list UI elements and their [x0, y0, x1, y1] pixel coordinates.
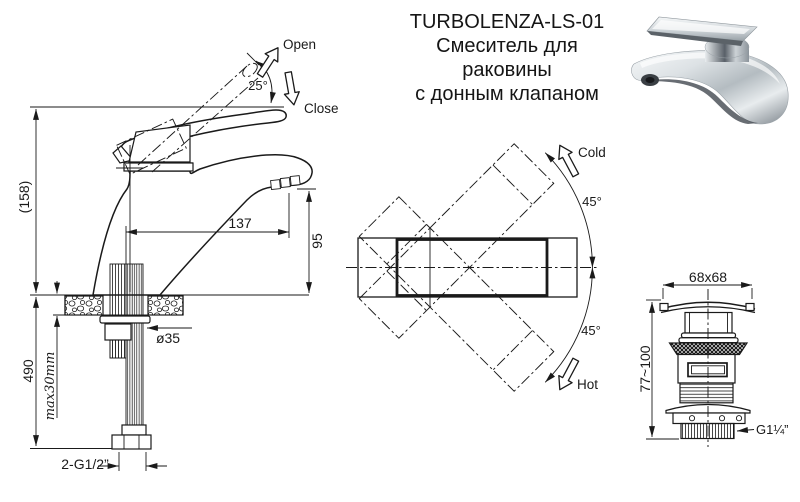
dim-drain-thread: G1¼” [756, 422, 789, 437]
handle-ghost-cold [358, 143, 555, 339]
locknut-tab-1 [688, 415, 696, 422]
drain-washer-upper [680, 332, 737, 339]
product-subtitle-line2: с донным клапаном [415, 83, 599, 105]
drain-valve-view: 68x68 77~100 G1¼” [637, 269, 789, 447]
lever-motion-annotations: Open Close [256, 37, 339, 116]
cartridge-housing [128, 124, 191, 163]
stud-thread-lower [109, 339, 127, 359]
supply-hose [125, 263, 144, 426]
dim-mount-hole: ø35 [156, 330, 180, 346]
swing-angle-bottom: 45° [581, 323, 601, 338]
base-collar [123, 162, 194, 172]
handle-ghost-hot [358, 196, 555, 392]
photo-lever-edge [647, 31, 743, 46]
dim-height-range: 77~100 [637, 345, 653, 392]
dim-overall-height: (158) [16, 181, 32, 214]
photo-body-shadow [645, 79, 758, 124]
drain-tailpiece [680, 422, 735, 440]
hot-label: Hot [577, 377, 598, 392]
hose-collar [121, 424, 147, 436]
side-view-dimensions: (158) 490 max30mm 137 95 25° ø35 2-G1/2” [16, 52, 325, 472]
swing-arc-top [544, 152, 596, 268]
dim-lever-angle: 25° [248, 78, 268, 93]
drain-thread-section [679, 382, 734, 404]
faucet-top-view: Cold Hot 45° 45° [346, 143, 606, 392]
drain-cap-edge-left [659, 302, 669, 312]
cartridge-open-ghost [115, 118, 187, 175]
drain-washer-lower [678, 337, 739, 344]
close-label: Close [304, 101, 339, 116]
dim-spout-height: 95 [309, 233, 325, 249]
faucet-side-view [30, 62, 313, 450]
product-model: TURBOLENZA-LS-01 [409, 11, 605, 33]
product-subtitle-line1: Смеситель для раковины [436, 35, 578, 81]
dim-max-deck: max30mm [43, 352, 58, 421]
open-label: Open [283, 37, 316, 52]
dim-cap-size: 68x68 [689, 269, 727, 285]
hose-end-nut [111, 434, 152, 450]
aerator-detail [270, 175, 301, 191]
cold-arrow-icon [558, 144, 580, 178]
mounting-flange [99, 315, 151, 324]
open-arrow-icon [256, 47, 279, 78]
title-block: TURBOLENZA-LS-01 Смеситель для раковины … [390, 10, 624, 106]
product-photo [631, 16, 789, 125]
drain-overflow-slot [687, 362, 728, 378]
locknut-tab-2 [718, 415, 726, 422]
close-arrow-icon [283, 71, 300, 106]
drain-cap-edge-right [745, 302, 755, 312]
cold-label: Cold [578, 145, 606, 160]
mounting-nut [104, 323, 132, 341]
hot-arrow-icon [558, 357, 580, 391]
lever-front-tip [112, 145, 135, 164]
countertop [30, 294, 309, 316]
dim-supply-connection: 2-G1/2” [61, 456, 109, 472]
drain-locknut [672, 412, 746, 425]
locknut-tab-3 [735, 415, 743, 422]
drain-stem [684, 311, 733, 334]
swing-angle-top: 45° [582, 194, 602, 209]
photo-lever-highlight [652, 20, 750, 34]
swing-arc-bottom [544, 267, 596, 383]
dim-spout-reach: 137 [228, 215, 252, 231]
photo-aerator-inner [645, 77, 655, 83]
dim-install-depth: 490 [20, 359, 36, 383]
faucet-body-outline [92, 154, 313, 296]
